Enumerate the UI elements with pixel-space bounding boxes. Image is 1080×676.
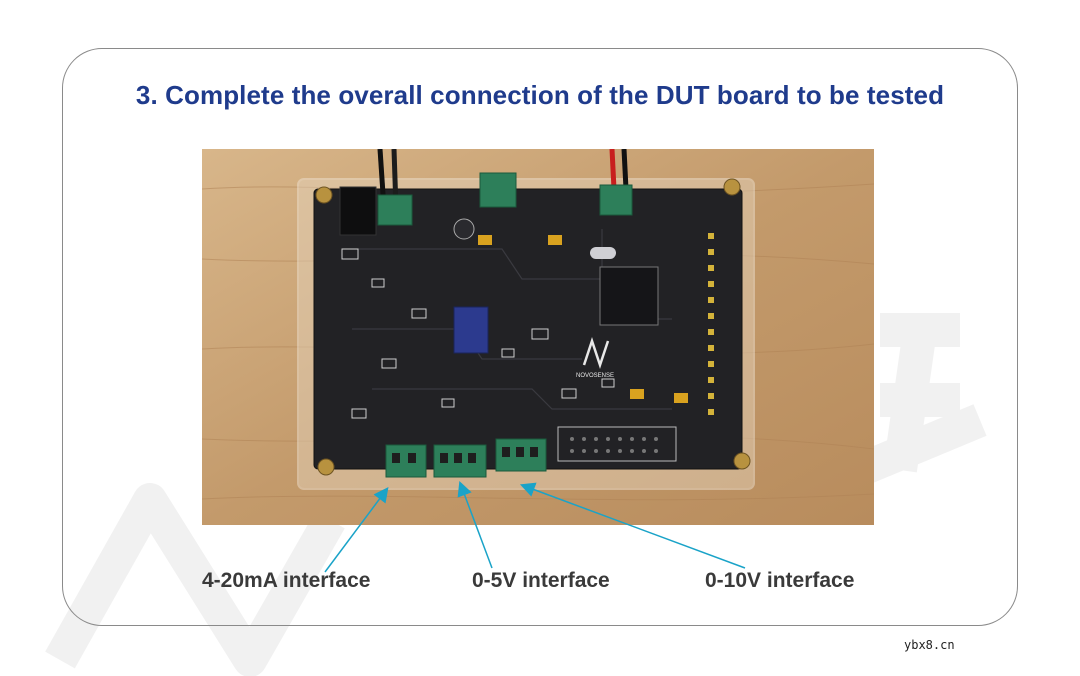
label-4-20ma-interface: 4-20mA interface: [202, 569, 371, 592]
label-0-5v-interface: 0-5V interface: [472, 569, 610, 592]
dut-board-photo: NOVOSENSE: [202, 149, 874, 525]
slide-card: [62, 48, 1018, 626]
board-logo-text: NOVOSENSE: [576, 373, 614, 379]
slide-title: 3. Complete the overall connection of th…: [135, 80, 945, 110]
label-0-10v-interface: 0-10V interface: [705, 569, 855, 592]
source-watermark-text: ybx8.cn: [904, 638, 955, 652]
